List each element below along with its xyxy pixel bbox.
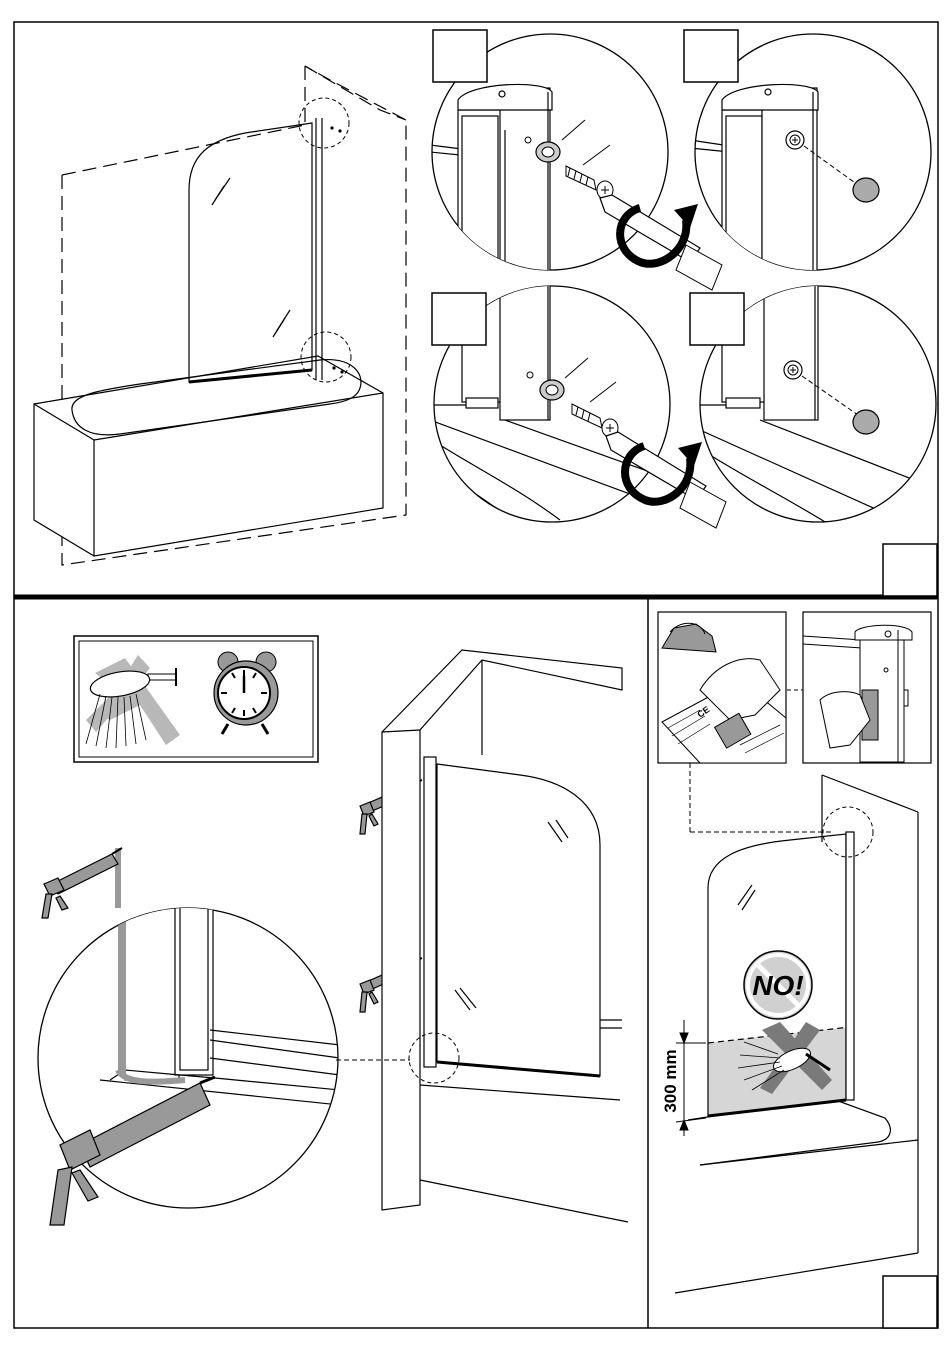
prohibited-icon: NO! (744, 951, 812, 1019)
step-box-bottom (883, 1276, 937, 1328)
step-box-detail-a (433, 30, 487, 82)
wall-installation-diagram (382, 650, 628, 1222)
cure-time-panel (74, 636, 318, 762)
label-panel-right (803, 612, 931, 763)
overview-bath-diagram (34, 66, 406, 565)
label-panel-left: CE (658, 612, 786, 763)
dimension-label: 300 mm (661, 1049, 680, 1112)
step-box-detail-c (432, 293, 486, 345)
no-warning-text: NO! (752, 970, 803, 1001)
step-box-detail-b (684, 30, 738, 82)
no-water-diagram (675, 775, 918, 1293)
height-dimension (676, 1020, 706, 1136)
step-box-top (883, 544, 937, 596)
detail-circle-top (299, 98, 349, 148)
step-box-detail-d (690, 293, 744, 345)
